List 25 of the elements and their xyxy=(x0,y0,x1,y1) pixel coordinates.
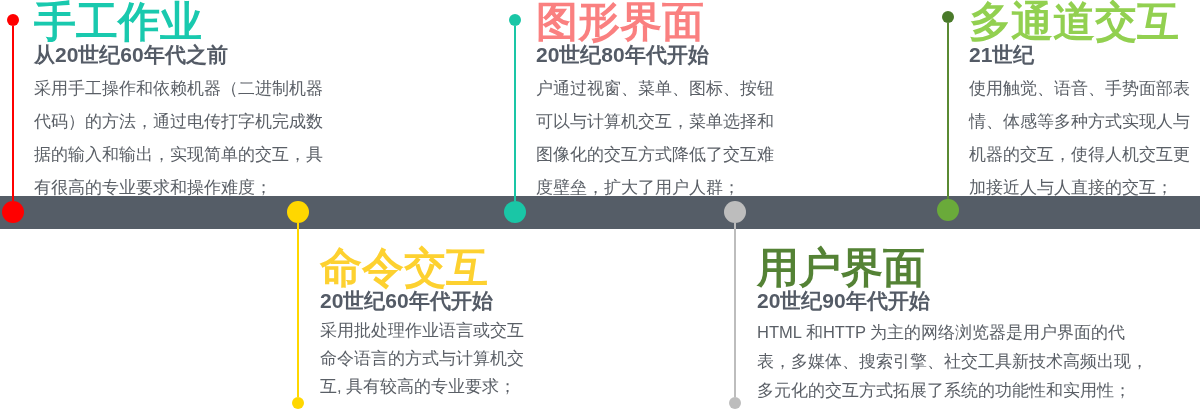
era-description: 采用手工操作和依赖机器（二进制机器代码）的方法，通过电传打字机完成数据的输入和输出，实现简单的交互，具有很高的专业要求和操作难度； xyxy=(34,78,324,198)
era-description: 使用触觉、语音、手势面部表情、体感等多种方式实现人与机器的交互，使得人机交互更加接近人与人直接的交互； xyxy=(969,78,1191,198)
timeline-dot xyxy=(509,14,521,26)
timeline-stem xyxy=(514,25,516,202)
timeline-dot xyxy=(292,397,304,409)
timeline-stem xyxy=(12,25,14,202)
era-title: 多通道交互 xyxy=(969,0,1180,44)
era-date: 20世纪60年代开始 xyxy=(320,289,494,314)
era-description: 户通过视窗、菜单、图标、按钮可以与计算机交互，菜单选择和图像化的交互方式降低了交互难度壁垒，扩大了用户人群； xyxy=(536,78,775,198)
era-description: 采用批处理作业语言或交互命令语言的方式与计算机交互, 具有较高的专业要求； xyxy=(320,320,525,397)
era-title: 手工作业 xyxy=(34,0,202,44)
era-description: HTML 和HTTP 为主的网络浏览器是用户界面的代表，多媒体、搜索引擎、社交工具新技术高频出现，多元化的交互方式拓展了系统的功能性和实用性； xyxy=(757,322,1149,401)
era-title: 图形界面 xyxy=(536,0,705,44)
timeline-stem xyxy=(297,222,299,398)
timeline-stem xyxy=(734,222,736,398)
era-title: 用户界面 xyxy=(757,246,926,290)
timeline-dot xyxy=(942,11,954,23)
era-date: 从20世纪60年代之前 xyxy=(34,43,229,68)
era-date: 21世纪 xyxy=(969,42,1036,68)
timeline-dot xyxy=(7,14,19,26)
era-date: 20世纪90年代开始 xyxy=(757,288,931,314)
timeline-stem xyxy=(947,22,949,200)
era-date: 20世纪80年代开始 xyxy=(536,43,710,68)
era-title: 命令交互 xyxy=(320,246,489,290)
timeline-dot xyxy=(729,397,741,409)
